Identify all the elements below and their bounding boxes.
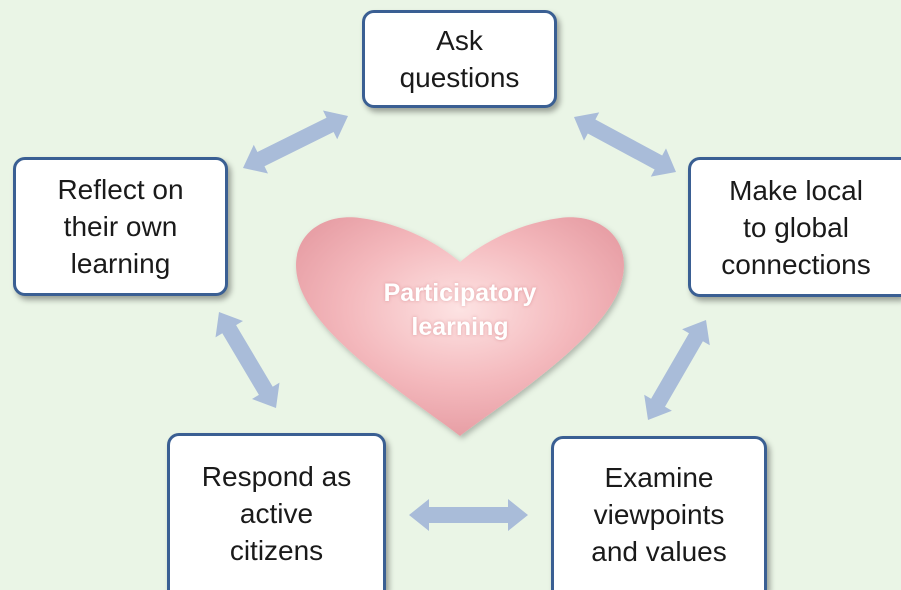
node-reflect-learning-label: Reflect on their own learning <box>57 174 184 279</box>
heart-icon <box>296 217 624 436</box>
node-examine-viewpoints-label: Examine viewpoints and values <box>591 462 727 567</box>
double-arrow-respond-reflect <box>215 312 280 408</box>
double-arrow-examine-respond <box>409 499 528 531</box>
node-respond-citizens: Respond as active citizens <box>167 433 386 590</box>
node-ask-questions: Ask questions <box>362 10 557 108</box>
double-arrow-ask-make <box>574 112 676 177</box>
node-reflect-learning: Reflect on their own learning <box>13 157 228 296</box>
center-label: Participatory learning <box>383 279 537 341</box>
double-arrow-make-examine <box>644 320 710 420</box>
node-make-connections-label: Make local to global connections <box>721 174 871 280</box>
node-examine-viewpoints: Examine viewpoints and values <box>551 436 767 590</box>
node-make-connections: Make local to global connections <box>688 157 901 297</box>
node-respond-citizens-label: Respond as active citizens <box>201 460 352 566</box>
node-ask-questions-label: Ask questions <box>399 25 520 93</box>
double-arrow-reflect-ask <box>243 110 348 174</box>
